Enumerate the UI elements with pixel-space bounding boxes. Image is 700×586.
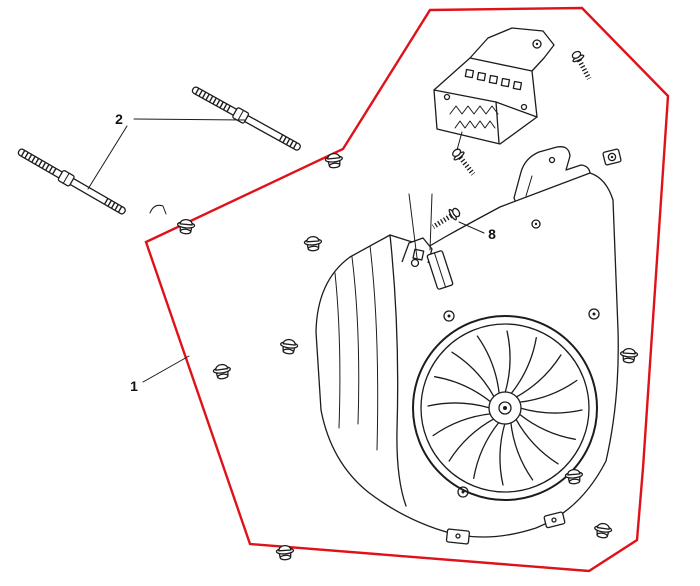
- bolt-bosses: [410, 219, 600, 498]
- screw-part-8: [430, 206, 462, 232]
- control-unit: [433, 27, 555, 151]
- cap-nut: [303, 235, 323, 252]
- cap-nut: [619, 347, 639, 364]
- callout-leaders: [87, 118, 485, 383]
- label-part-2: 2: [115, 111, 123, 127]
- mounting-feet: [445, 511, 566, 545]
- fan-grille: [412, 315, 598, 501]
- cap-nut: [592, 521, 613, 540]
- stud-bolt-lower: [16, 146, 127, 217]
- label-part-1: 1: [130, 378, 138, 394]
- cap-nut: [278, 337, 299, 356]
- cap-nut: [212, 362, 233, 381]
- fan-shroud: [315, 172, 619, 545]
- clip-hook: [149, 204, 167, 215]
- screw-under-box: [450, 147, 478, 178]
- label-part-8: 8: [488, 226, 496, 242]
- boundary-outline: [144, 6, 670, 573]
- screw-top-right: [570, 49, 595, 81]
- square-flange-nut: [602, 148, 622, 166]
- stud-bolt-upper: [190, 84, 302, 153]
